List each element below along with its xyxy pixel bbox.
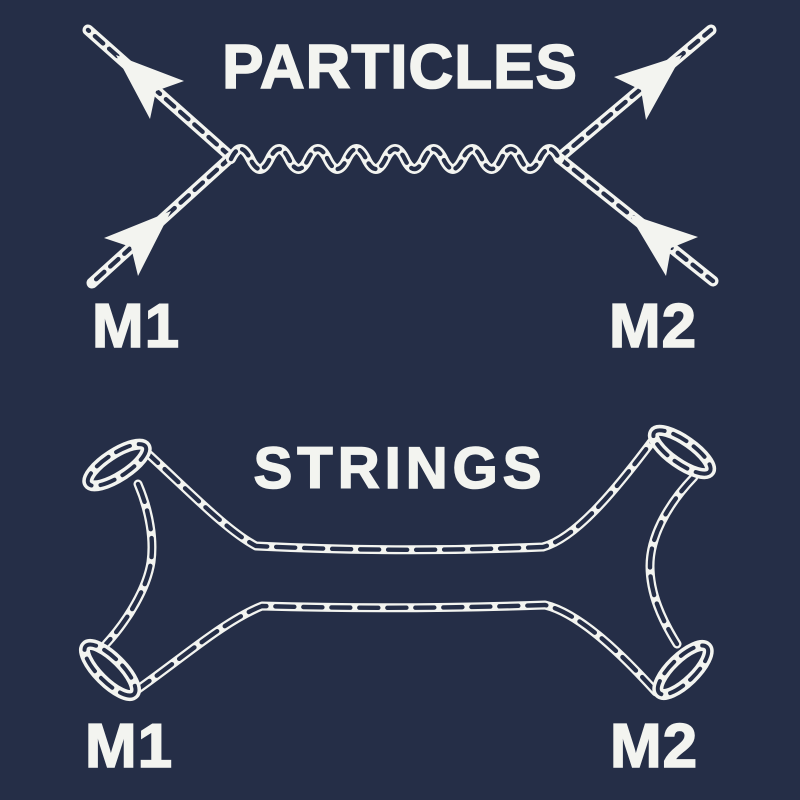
worldsheet-left-seam (106, 484, 152, 644)
tube-opening-m1-bottom (77, 637, 142, 702)
arrowhead-outgoing-top-left-icon (116, 55, 184, 119)
feynman-diagram (88, 30, 713, 283)
particles-label-m2: M2 (608, 292, 698, 361)
particles-label-m1: M1 (91, 292, 181, 361)
arrowhead-incoming-m1-icon (104, 211, 171, 276)
strings-section-title: STRINGS (253, 436, 547, 501)
strings-label-m1: M1 (84, 712, 174, 781)
tube-opening-m2-bottom (651, 638, 715, 701)
worldsheet-bottom-edge (134, 605, 656, 692)
worldsheet-right-seam (650, 477, 694, 644)
particles-section-title: PARTICLES (221, 33, 578, 102)
strings-label-m2: M2 (609, 712, 699, 781)
arrowhead-outgoing-top-right-icon (614, 55, 682, 120)
arrowhead-incoming-m2-icon (629, 214, 698, 276)
photon-wavy-line (231, 149, 559, 169)
